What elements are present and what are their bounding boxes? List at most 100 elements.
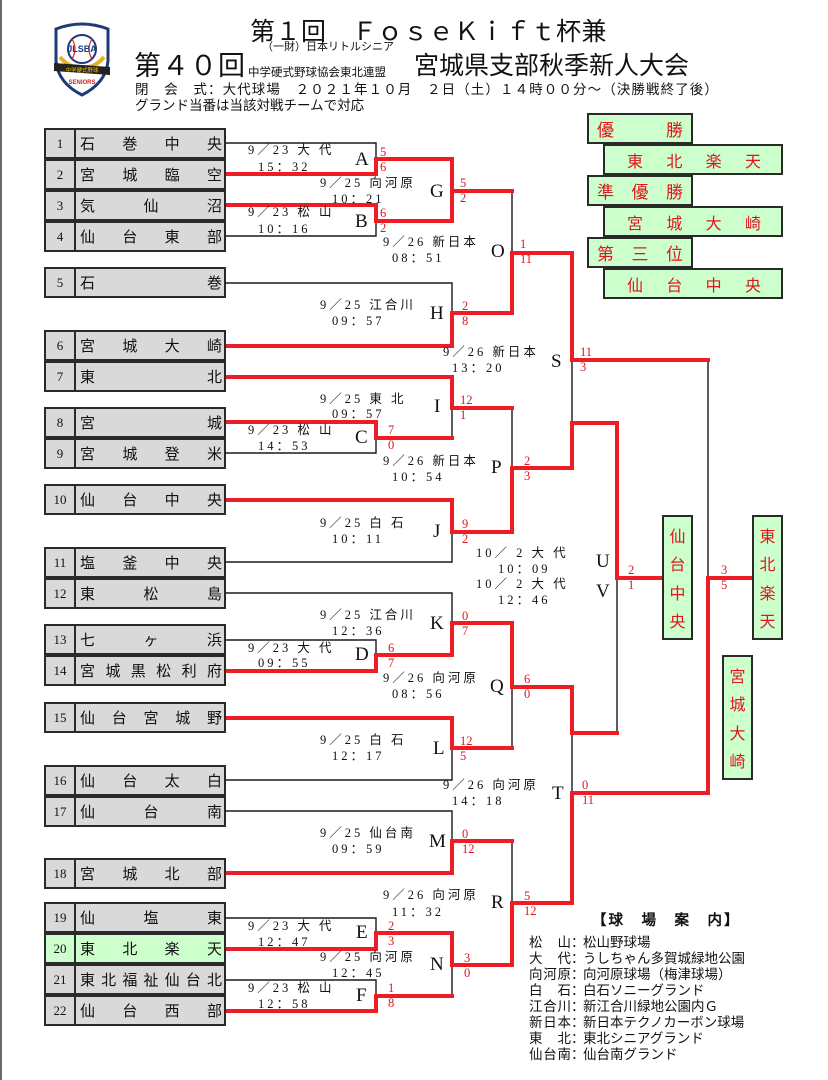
game-id-label: J <box>433 521 441 542</box>
game-id-label: F <box>356 985 367 1006</box>
score-top: 11 <box>580 345 593 359</box>
char: 新 <box>529 1015 543 1030</box>
venue-full-name: 向河原球場（梅津球場） <box>583 967 732 982</box>
title-line-1: 第１回 ＦｏｓｅＫｉｆｔ杯兼 <box>250 19 608 46</box>
venue-short-name: 向河原 <box>529 967 571 983</box>
team-seed: 6 <box>46 332 76 359</box>
game-id-label: R <box>491 892 504 913</box>
char: 城 <box>729 697 746 715</box>
score-bottom: 2 <box>460 191 467 205</box>
winner-path-miyagi-kuromatsu-rifu <box>224 621 619 735</box>
game-time: 09：59 <box>332 842 385 856</box>
game-id-label: C <box>355 427 368 448</box>
score-top: 1 <box>520 237 527 251</box>
closing-ceremony-info: 閉 会 式：大代球場 ２０２１年１０月 ２日（土）１４時００分～（決勝戦終了後） <box>135 82 719 97</box>
char: 優 <box>597 121 614 140</box>
venue-colon: ： <box>571 999 585 1014</box>
char: 中 <box>164 556 180 572</box>
char: 福 <box>122 973 138 989</box>
score-bottom: 8 <box>388 996 395 1010</box>
winner-path-sendai-miyagino <box>224 716 514 750</box>
team-name: 東松島 <box>76 583 224 604</box>
char: 城 <box>122 447 138 463</box>
winner-path-miyagi <box>224 420 454 440</box>
char: 北 <box>122 942 138 958</box>
score-top: 12 <box>460 734 473 748</box>
bracket-line <box>226 748 453 781</box>
team-seed: 12 <box>46 580 76 607</box>
game-id-label: P <box>491 457 502 478</box>
char: 仙 <box>627 277 644 295</box>
score-bottom: 12 <box>524 904 537 918</box>
char: 宮 <box>80 339 96 355</box>
venue-short-name: 白石 <box>529 983 571 999</box>
edition-number: 第４０回 <box>134 51 246 81</box>
venue-short-name: 新日本 <box>529 1015 571 1031</box>
score-top: 2 <box>462 299 469 313</box>
char: 東 <box>80 973 96 989</box>
char: 仙 <box>80 493 96 509</box>
bracket-lines-winner <box>224 157 755 1013</box>
char: 中 <box>669 585 686 603</box>
char: 崎 <box>206 339 222 355</box>
char: 大 <box>164 339 180 355</box>
score-bottom: 1 <box>628 578 635 592</box>
char: 島 <box>206 587 222 603</box>
char: 野 <box>206 711 222 727</box>
final-winner-box: 東北楽天 <box>752 515 783 640</box>
char: 宮 <box>80 664 96 680</box>
team-name: 宮城北部 <box>76 863 224 884</box>
char: 勝 <box>666 183 683 202</box>
char: 台 <box>122 493 138 509</box>
game-id-label: M <box>429 831 446 852</box>
bracket-line <box>226 917 377 933</box>
game-id-label: N <box>430 954 444 975</box>
char: 原 <box>557 967 572 982</box>
char: 日 <box>543 1015 557 1030</box>
winner-path-tohoku-rakuten <box>224 576 755 967</box>
score-bottom: 7 <box>462 624 469 638</box>
score-bottom: 0 <box>464 966 471 980</box>
char: 北 <box>557 1031 572 1046</box>
game-schedule: 9／25 江合川 <box>320 298 416 312</box>
logo-text-jlsba: JLSBA <box>67 44 97 54</box>
team-name: 宮城 <box>76 412 224 433</box>
char: 東 <box>80 370 96 386</box>
game-time: 12：36 <box>332 624 385 638</box>
team-name: 石巻中央 <box>76 133 224 154</box>
char: 位 <box>666 245 683 264</box>
char: 仙 <box>669 529 686 546</box>
team-name: 気仙沼 <box>76 195 224 216</box>
game-schedule: 9／25 東 北 <box>320 392 407 406</box>
char: 合 <box>543 999 557 1014</box>
bracket-line <box>226 979 377 996</box>
venue-short-name: 大代 <box>529 951 571 967</box>
game-schedule: 9／23 松 山 <box>248 205 335 219</box>
char: 宮 <box>627 215 644 233</box>
team-name: 仙台東部 <box>76 226 224 247</box>
venue-item: 白石：白石ソニーグランド <box>529 983 705 999</box>
game-id-label: G <box>430 181 444 202</box>
char: 央 <box>206 556 222 572</box>
char: 楽 <box>164 942 180 958</box>
game-time: 10：54 <box>392 470 445 484</box>
game-id-label: I <box>434 396 441 417</box>
char: 勝 <box>666 121 683 140</box>
game-schedule: 10／ 2 大 代 <box>476 546 569 560</box>
char: 央 <box>206 137 222 153</box>
game-schedule: 9／23 松 山 <box>248 981 335 995</box>
char: 北 <box>759 557 776 575</box>
char: 楽 <box>705 153 722 171</box>
char: 河 <box>543 967 557 982</box>
score-top: 0 <box>582 778 589 792</box>
venue-full-name: 新日本テクノカーボン球場 <box>583 1015 745 1030</box>
